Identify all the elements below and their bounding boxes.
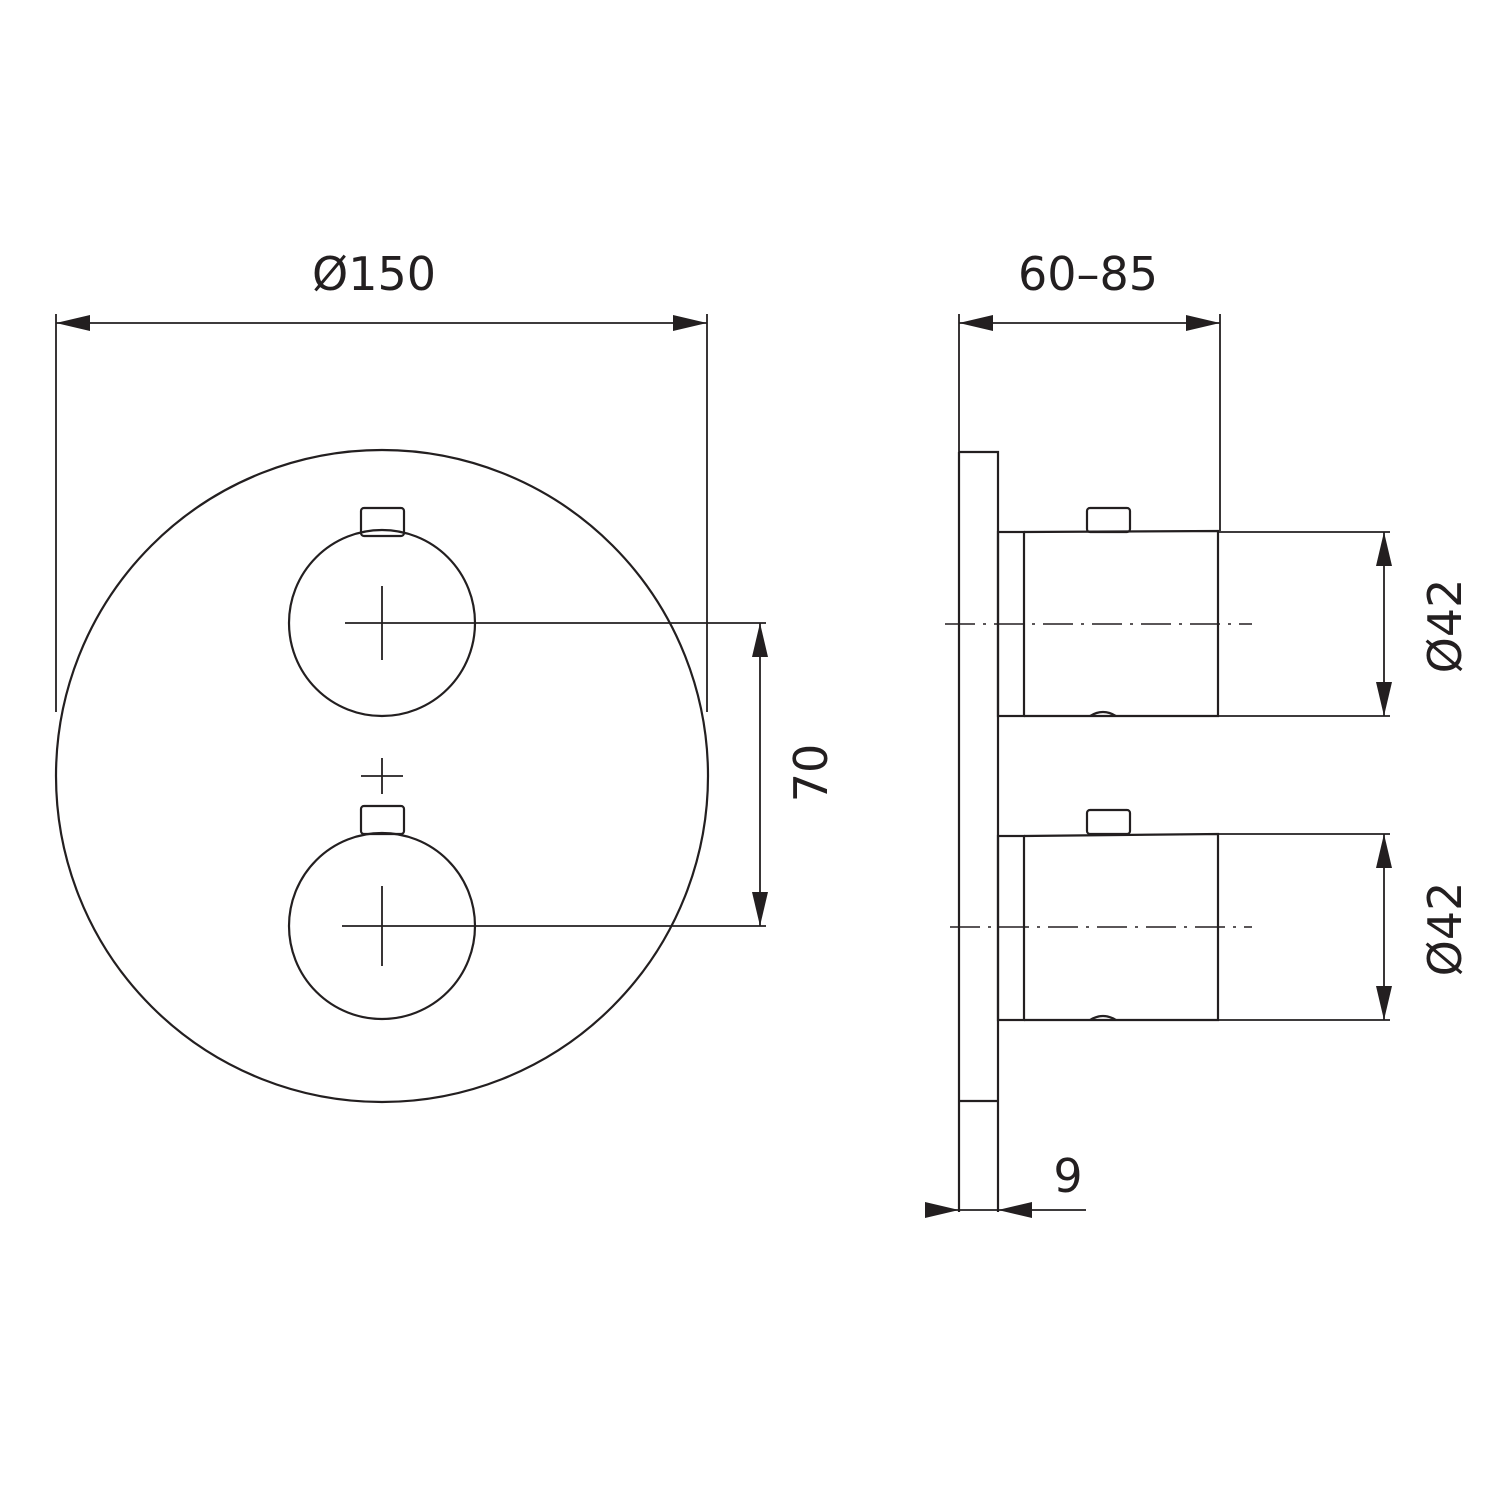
knob-diameter-bottom-label: Ø42 <box>1418 882 1472 977</box>
knob-diameter-top-label: Ø42 <box>1418 579 1472 674</box>
front-view: Ø150 70 <box>54 247 838 1104</box>
plate-thickness-label: 9 <box>1053 1149 1082 1203</box>
dimension-knob-diameter-top: Ø42 <box>1376 532 1472 716</box>
dimension-knob-diameter-bottom: Ø42 <box>1376 834 1472 1020</box>
wall-plate <box>957 450 1000 1212</box>
front-diameter-label: Ø150 <box>312 247 436 301</box>
top-knob <box>287 506 477 718</box>
dimension-knob-spacing: 70 <box>418 622 838 927</box>
knob-spacing-label: 70 <box>784 744 838 803</box>
dimension-projection: 60–85 <box>958 247 1221 531</box>
top-knob-indicator <box>359 506 406 538</box>
dimension-front-diameter: Ø150 <box>55 247 708 712</box>
plate-center-mark <box>361 758 403 794</box>
side-view: 60–85 Ø42 Ø42 9 <box>925 247 1472 1218</box>
bottom-knob <box>287 804 477 1021</box>
top-handle-side <box>945 506 1390 718</box>
dimension-plate-thickness: 9 <box>925 1149 1086 1218</box>
projection-label: 60–85 <box>1018 247 1158 301</box>
bottom-knob-indicator <box>359 804 406 836</box>
bottom-handle-side <box>950 808 1390 1022</box>
escutcheon-plate <box>54 448 710 1104</box>
